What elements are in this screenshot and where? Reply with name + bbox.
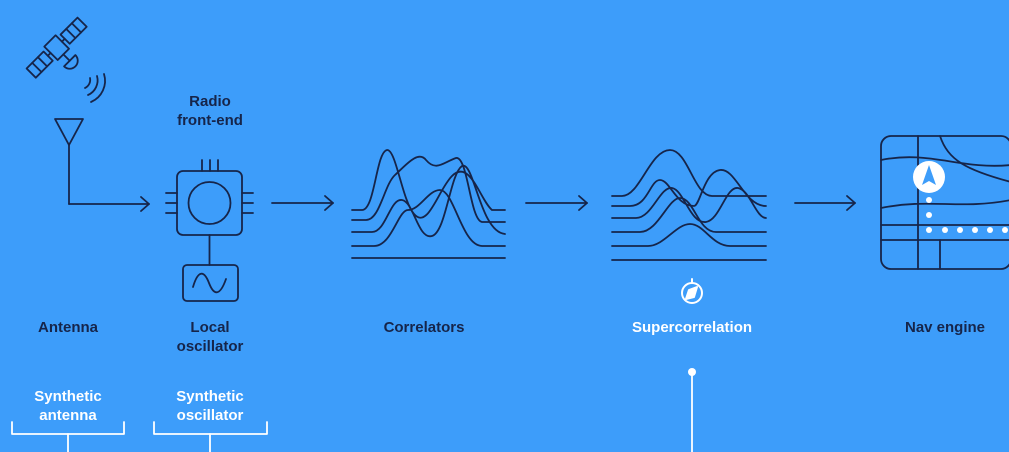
local-oscillator-label: Local oscillator [176, 319, 244, 355]
supercorrelation-label: Supercorrelation [631, 319, 753, 336]
antenna-icon [54, 118, 150, 212]
synthetic-antenna-label: Synthetic antenna [34, 388, 102, 424]
correlators-label: Correlators [383, 319, 465, 336]
radio-frontend-label: Radio front-end [177, 93, 243, 129]
synthetic-oscillator-label: Synthetic oscillator [176, 388, 244, 424]
arrow-icon [525, 195, 588, 211]
nav-engine-label: Nav engine [904, 319, 986, 336]
correlation-peaks-icon [351, 149, 506, 259]
supercorrelation-connector [688, 368, 696, 452]
route-dots [926, 197, 1008, 233]
sine-wave-icon [182, 264, 239, 302]
arrow-icon [271, 195, 334, 211]
arrow-icon [794, 195, 856, 211]
antenna-label: Antenna [38, 319, 98, 336]
map-navigation-icon [880, 135, 1009, 270]
correlation-peaks-icon [611, 149, 767, 261]
chip-icon [165, 159, 254, 266]
satellite-icon [25, 16, 106, 103]
synthetic-oscillator-bracket [153, 421, 268, 452]
synthetic-antenna-bracket [11, 421, 125, 452]
compass-icon [681, 278, 703, 304]
